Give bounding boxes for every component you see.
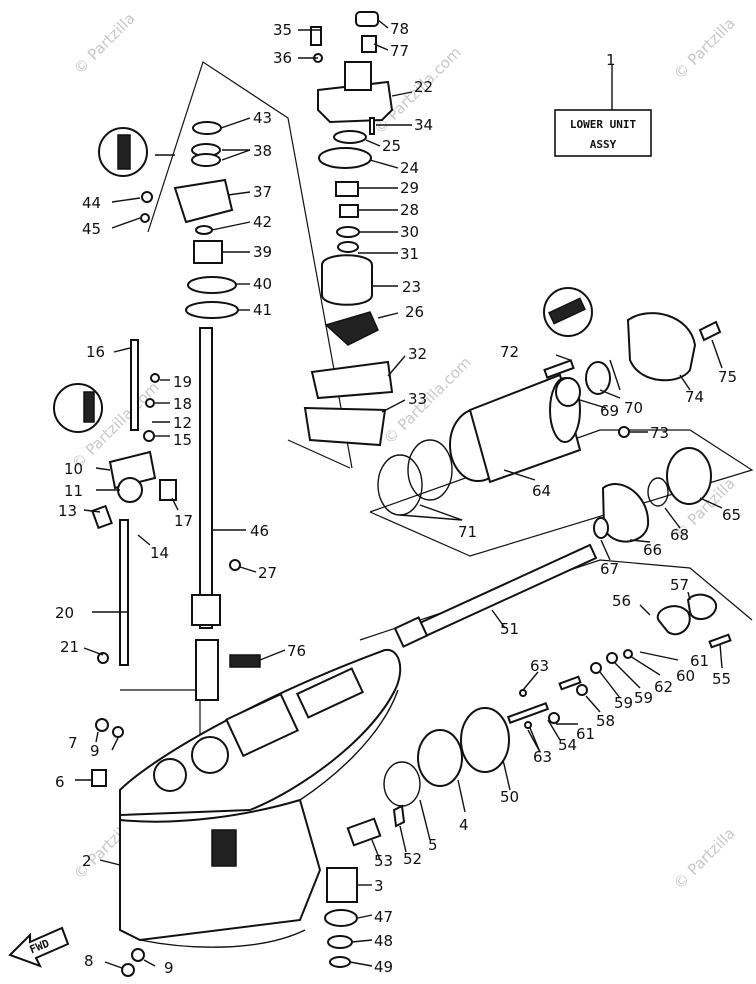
forward-gear-group — [91, 593, 732, 977]
drive-shaft-assembly — [140, 121, 239, 701]
part-label: 37 — [253, 183, 272, 201]
part-label: 40 — [253, 275, 272, 293]
watermark: © Partzilla — [670, 14, 739, 83]
part-label: 5 — [428, 836, 438, 854]
part-label: 53 — [374, 852, 393, 870]
part-label: 63 — [530, 657, 549, 675]
part-label: 29 — [400, 179, 419, 197]
part-label: 52 — [403, 850, 422, 868]
part-label: 57 — [670, 576, 689, 594]
part-label: 22 — [414, 78, 433, 96]
part-label: 27 — [258, 564, 277, 582]
part-label: 41 — [253, 301, 272, 319]
detail-insets — [53, 127, 593, 433]
part-label: 78 — [390, 20, 409, 38]
part-label: 77 — [390, 42, 409, 60]
leader-lines — [75, 19, 723, 969]
part-label: 11 — [64, 482, 83, 500]
propeller-shaft — [393, 543, 598, 648]
part-label: 68 — [670, 526, 689, 544]
part-label: 25 — [382, 137, 401, 155]
part-label: 50 — [500, 788, 519, 806]
part-label: 31 — [400, 245, 419, 263]
part-label: 30 — [400, 223, 419, 241]
part-label: 43 — [253, 109, 272, 127]
part-label: 54 — [558, 736, 577, 754]
part-label: 20 — [55, 604, 74, 622]
part-label: 58 — [596, 712, 615, 730]
part-label: 6 — [55, 773, 65, 791]
part-label: 12 — [173, 414, 192, 432]
part-label: 32 — [408, 345, 427, 363]
part-label: 56 — [612, 592, 631, 610]
part-label: 19 — [173, 373, 192, 391]
part-label: 2 — [82, 852, 92, 870]
lower-unit-assy-box: LOWER UNIT ASSY — [554, 65, 652, 157]
watermark: © Partzilla — [70, 9, 139, 78]
part-label: 59 — [634, 689, 653, 707]
part-labels: 1 2 3 4 5 6 7 8 9 9 10 11 12 13 14 15 16… — [55, 20, 741, 977]
assy-box-line1: LOWER UNIT — [570, 118, 637, 131]
part-label: 63 — [533, 748, 552, 766]
part-label: 9 — [164, 959, 174, 977]
part-label: 3 — [374, 877, 384, 895]
watermark: © Partzilla — [670, 824, 739, 893]
bearing-housing-group — [229, 312, 722, 571]
part-label: 73 — [650, 424, 669, 442]
part-label: 74 — [685, 388, 704, 406]
part-label: 28 — [400, 201, 419, 219]
part-label: 26 — [405, 303, 424, 321]
part-label: 61 — [576, 725, 595, 743]
part-label: 4 — [459, 816, 469, 834]
part-label: 65 — [722, 506, 741, 524]
water-pump-assembly — [303, 11, 394, 447]
part-label: 75 — [718, 368, 737, 386]
part-label: 42 — [253, 213, 272, 231]
part-label: 17 — [174, 512, 193, 530]
part-label: 24 — [400, 159, 419, 177]
part-label: 7 — [68, 734, 78, 752]
part-label: 69 — [600, 402, 619, 420]
part-label: 62 — [654, 678, 673, 696]
part-label: 67 — [600, 560, 619, 578]
part-label: 49 — [374, 958, 393, 976]
part-label: 66 — [643, 541, 662, 559]
part-label: 44 — [82, 194, 101, 212]
part-label: 9 — [90, 742, 100, 760]
part-label: 64 — [532, 482, 551, 500]
part-label: 33 — [408, 390, 427, 408]
part-label: 46 — [250, 522, 269, 540]
part-label: 1 — [606, 51, 616, 69]
part-label: 71 — [458, 523, 477, 541]
part-label: 14 — [150, 544, 169, 562]
part-label: 61 — [690, 652, 709, 670]
part-label: 45 — [82, 220, 101, 238]
part-label: 13 — [58, 502, 77, 520]
fwd-arrow: FWD — [8, 926, 70, 968]
part-label: 39 — [253, 243, 272, 261]
part-label: 23 — [402, 278, 421, 296]
part-label: 34 — [414, 116, 433, 134]
part-label: 47 — [374, 908, 393, 926]
part-label: 72 — [500, 343, 519, 361]
part-label: 48 — [374, 932, 393, 950]
part-label: 55 — [712, 670, 731, 688]
part-label: 8 — [84, 952, 94, 970]
part-label: 38 — [253, 142, 272, 160]
part-label: 51 — [500, 620, 519, 638]
part-label: 18 — [173, 395, 192, 413]
lower-unit-housing — [119, 648, 402, 948]
part-label: 10 — [64, 460, 83, 478]
part-label: 59 — [614, 694, 633, 712]
part-label: 76 — [287, 642, 306, 660]
part-label: 36 — [273, 49, 292, 67]
part-label: 60 — [676, 667, 695, 685]
part-label: 21 — [60, 638, 79, 656]
part-label: 16 — [86, 343, 105, 361]
part-label: 35 — [273, 21, 292, 39]
part-label: 70 — [624, 399, 643, 417]
part-label: 15 — [173, 431, 192, 449]
assy-box-line2: ASSY — [590, 138, 617, 151]
